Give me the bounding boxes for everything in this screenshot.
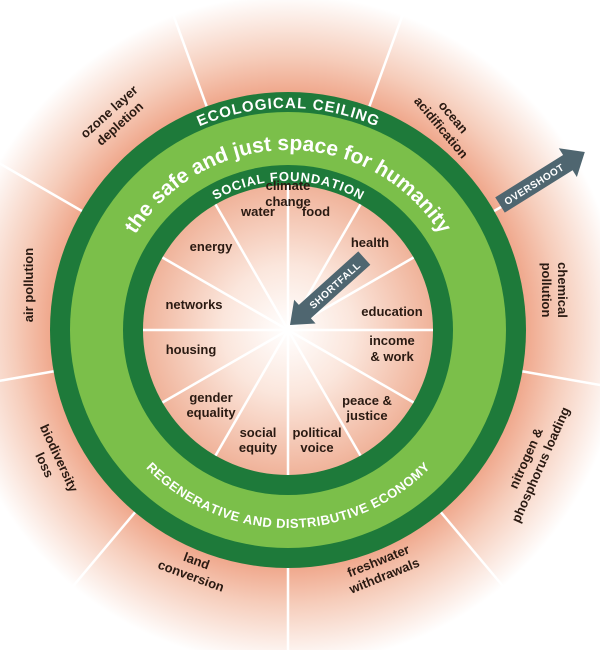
label-housing: housing <box>166 342 217 357</box>
outer-divider <box>0 369 56 383</box>
ring-letter: D <box>310 171 322 187</box>
ring-letter: S <box>290 516 299 531</box>
ring-letter: I <box>240 175 248 190</box>
ring-letter: C <box>273 95 285 112</box>
ring-letter: L <box>339 101 352 120</box>
ring-letter: L <box>255 171 266 187</box>
inner-divider <box>161 256 289 332</box>
social-labels: food health education income& work peace… <box>165 204 422 455</box>
ring-letter: I <box>286 516 290 531</box>
outer-divider <box>438 509 508 592</box>
ring-letter: I <box>345 506 353 521</box>
outer-divider <box>0 162 85 214</box>
inner-divider <box>287 328 415 404</box>
label-income-work: income& work <box>369 333 415 364</box>
ring-letter: c <box>313 134 329 159</box>
ring-letter: L <box>297 95 307 113</box>
ring-letter: I <box>334 100 342 118</box>
label-chemical-pollution: chemicalpollution <box>539 262 570 318</box>
ring-letter: T <box>337 507 349 524</box>
ring-letter: E <box>323 98 336 117</box>
label-energy: energy <box>190 239 233 254</box>
ring-letter: B <box>319 512 331 529</box>
ring-letter: N <box>353 106 369 126</box>
ring-letter: G <box>254 96 268 114</box>
ring-letter: s <box>277 132 289 155</box>
ring-letter: A <box>242 511 255 528</box>
ring-letter: O <box>241 98 256 117</box>
ring-letter: N <box>252 513 264 529</box>
label-water: water <box>240 204 275 219</box>
ring-letter: p <box>289 132 303 156</box>
ring-letter: I <box>315 513 321 528</box>
label-peace-justice: peace &justice <box>342 393 392 423</box>
ring-letter: L <box>230 100 243 119</box>
ring-letter: U <box>328 509 341 526</box>
ring-letter: N <box>300 169 311 185</box>
inner-divider <box>286 329 362 457</box>
label-networks: networks <box>165 297 222 312</box>
ring-letter: A <box>285 95 296 112</box>
ring-letter: A <box>319 173 332 190</box>
ring-letter: I <box>337 179 346 194</box>
outer-divider <box>520 369 600 387</box>
ring-letter: O <box>279 169 290 184</box>
ring-letter: u <box>237 136 255 161</box>
ring-letter: D <box>262 514 273 530</box>
ring-letter: I <box>267 96 273 113</box>
ring-letter: e <box>324 136 341 161</box>
ring-letter: A <box>244 173 257 190</box>
ring-letter: C <box>312 96 325 114</box>
ring-letter: R <box>306 514 318 530</box>
ring-letter: F <box>269 169 278 185</box>
outer-divider <box>68 509 138 592</box>
ring-letter: a <box>301 133 315 157</box>
inner-divider <box>214 203 290 331</box>
inner-divider <box>161 328 289 404</box>
inner-divider <box>214 329 290 457</box>
ring-letter: U <box>290 169 300 184</box>
ring-letter: T <box>298 515 307 531</box>
ring-letter: I <box>348 104 357 121</box>
outer-divider <box>170 10 209 109</box>
ring-letter: I <box>216 504 225 519</box>
label-health: health <box>351 235 389 250</box>
label-food: food <box>302 204 330 219</box>
label-education: education <box>361 304 422 319</box>
ring-letter: s <box>250 134 265 159</box>
ring-letter: D <box>276 516 286 531</box>
label-air-pollution: air pollution <box>21 248 36 322</box>
ring-letter: O <box>217 103 233 123</box>
ring-letter: t <box>263 133 272 157</box>
outer-divider <box>367 10 406 109</box>
